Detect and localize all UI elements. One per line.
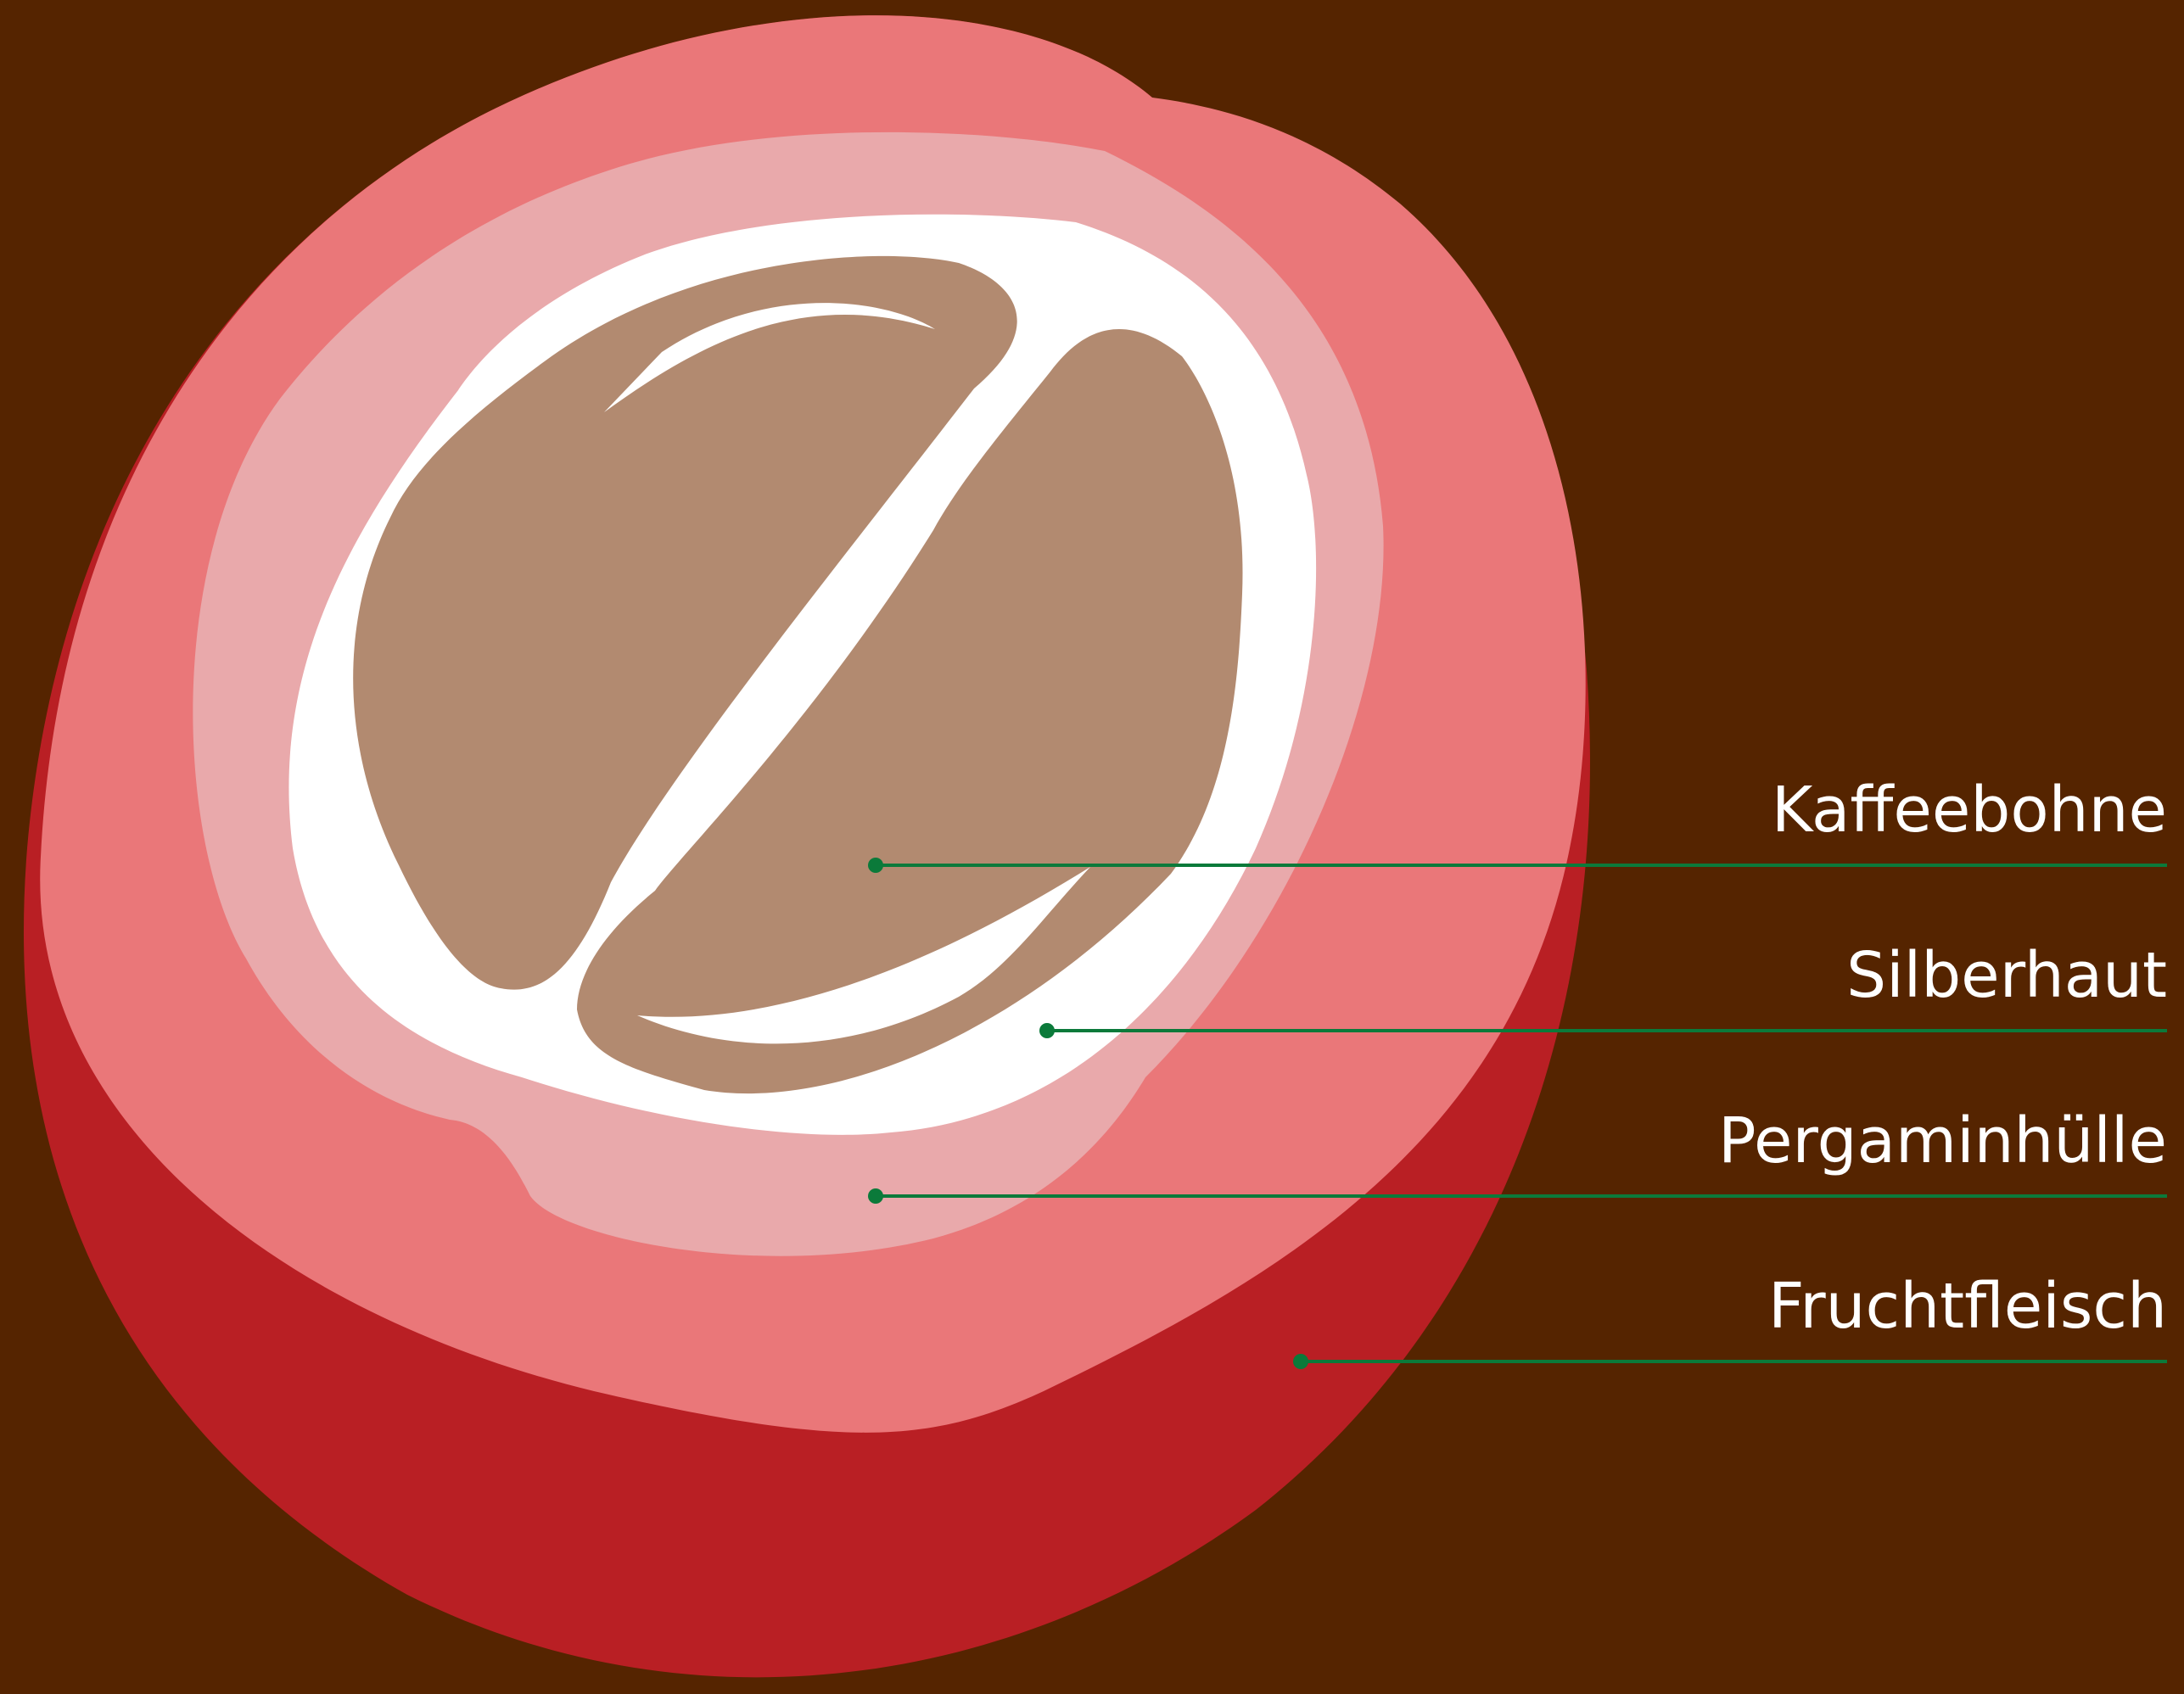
leader-dot-fruchtfleisch <box>1293 1354 1308 1369</box>
leader-dot-pergaminhuelle <box>868 1188 883 1204</box>
leader-dot-silberhaut <box>1039 1023 1055 1038</box>
leader-dot-kaffeebohne <box>868 858 883 873</box>
label-silberhaut: Silberhaut <box>1846 944 2167 1007</box>
label-kaffeebohne: Kaffeebohne <box>1772 779 2167 841</box>
label-pergaminhuelle: Pergaminhülle <box>1718 1110 2167 1172</box>
label-fruchtfleisch: Fruchtfleisch <box>1768 1275 2167 1338</box>
